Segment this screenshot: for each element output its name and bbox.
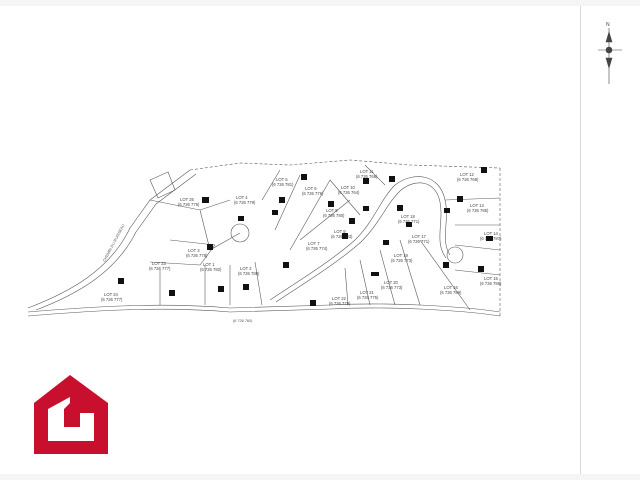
building: [272, 210, 278, 215]
lot-label: LOT 8: [326, 208, 338, 213]
building: [363, 206, 369, 211]
plan-paper: [0, 6, 640, 474]
lot-label: LOT 24: [104, 292, 119, 297]
lot-ref: (6 726 778): [186, 253, 208, 258]
north-label: N: [606, 22, 610, 28]
building: [283, 262, 289, 268]
building: [397, 205, 403, 211]
lot-ref: (6 726 789): [440, 290, 462, 295]
lot-label: LOT 15: [484, 276, 499, 281]
lot-ref: (6 726 774): [306, 246, 328, 251]
lot-ref: (6 726 775): [178, 202, 200, 207]
building: [389, 176, 395, 182]
building: [363, 178, 369, 184]
lot-ref: (6 726 779): [234, 200, 256, 205]
building: [202, 197, 209, 203]
lot-label: LOT 18: [401, 214, 416, 219]
building: [406, 222, 412, 227]
building: [118, 278, 124, 284]
lot-ref: (6 726 775): [357, 295, 379, 300]
lot-ref: (6 726 768): [457, 177, 479, 182]
lot-label: LOT 3: [188, 248, 200, 253]
lot-label: LOT 13: [470, 203, 485, 208]
lot-ref: (6 726 780): [323, 213, 345, 218]
lot-ref: (6 726 771): [408, 239, 430, 244]
lot-label: LOT 9: [334, 229, 346, 234]
building: [478, 266, 484, 272]
lot-ref: (6 726 785): [467, 208, 489, 213]
lot-label: LOT 14: [484, 231, 499, 236]
lot-label: LOT 10: [341, 185, 356, 190]
lot-ref: (6 726 781): [272, 182, 294, 187]
lot-ref: (6 726 782): [200, 267, 222, 272]
lot-label: LOT 2: [240, 266, 252, 271]
building: [328, 201, 334, 207]
building: [444, 208, 450, 213]
lot-label: LOT 11: [360, 169, 374, 174]
building: [371, 272, 379, 276]
building: [279, 197, 285, 203]
lot-ref: (6 726 773): [391, 258, 413, 263]
lot-ref: (6 726 764): [338, 190, 360, 195]
lot-labels: LOT 25 (6 726 775) LOT 4 (6 726 779) LOT…: [101, 169, 502, 306]
lot-label: LOT 23: [152, 261, 167, 266]
building: [243, 284, 249, 290]
building-footprints: [118, 167, 493, 306]
lot-ref: (6 726 789): [480, 281, 502, 286]
west-road-label: CHEMIN DU RUISSEAU: [102, 223, 125, 262]
building: [457, 196, 463, 202]
building: [481, 167, 487, 173]
building: [486, 236, 493, 241]
building: [443, 262, 449, 268]
lot-ref: (6 726 777): [149, 266, 171, 271]
lot-label: LOT 21: [360, 290, 375, 295]
lot-label: LOT 17: [412, 234, 427, 239]
lot-ref: (6 726 777): [101, 297, 123, 302]
lot-ref: (6 726 776): [302, 191, 324, 196]
building: [207, 244, 213, 250]
building: [238, 216, 244, 221]
lot-label: LOT 20: [384, 280, 399, 285]
north-arrow: N: [598, 22, 622, 84]
lot-label: LOT 25: [180, 197, 195, 202]
brand-logo: [34, 375, 108, 454]
building: [342, 233, 348, 239]
main-road-label: (6 726 760): [233, 319, 253, 323]
building: [169, 290, 175, 296]
building: [383, 240, 389, 245]
building: [310, 300, 316, 306]
lot-ref: (6 726 766): [356, 174, 378, 179]
lot-label: LOT 19: [394, 253, 409, 258]
lot-ref: (6 726 773): [381, 285, 403, 290]
title-block: [580, 6, 640, 474]
lot-label: LOT 4: [236, 195, 248, 200]
lot-label: LOT 6: [305, 186, 317, 191]
lot-label: LOT 22: [332, 296, 347, 301]
lot-label: LOT 16: [444, 285, 459, 290]
lot-label: LOT 5: [276, 177, 288, 182]
plan-linework: [27, 159, 501, 317]
building: [349, 218, 355, 224]
lot-label: LOT 1: [203, 262, 215, 267]
lot-label: LOT 7: [308, 241, 320, 246]
lot-ref: (6 726 780): [238, 271, 260, 276]
lot-ref: (6 726 776): [329, 301, 351, 306]
building: [218, 286, 224, 292]
lot-ref: (6 726 771): [398, 219, 420, 224]
building: [301, 174, 307, 180]
lot-label: LOT 12: [460, 172, 475, 177]
